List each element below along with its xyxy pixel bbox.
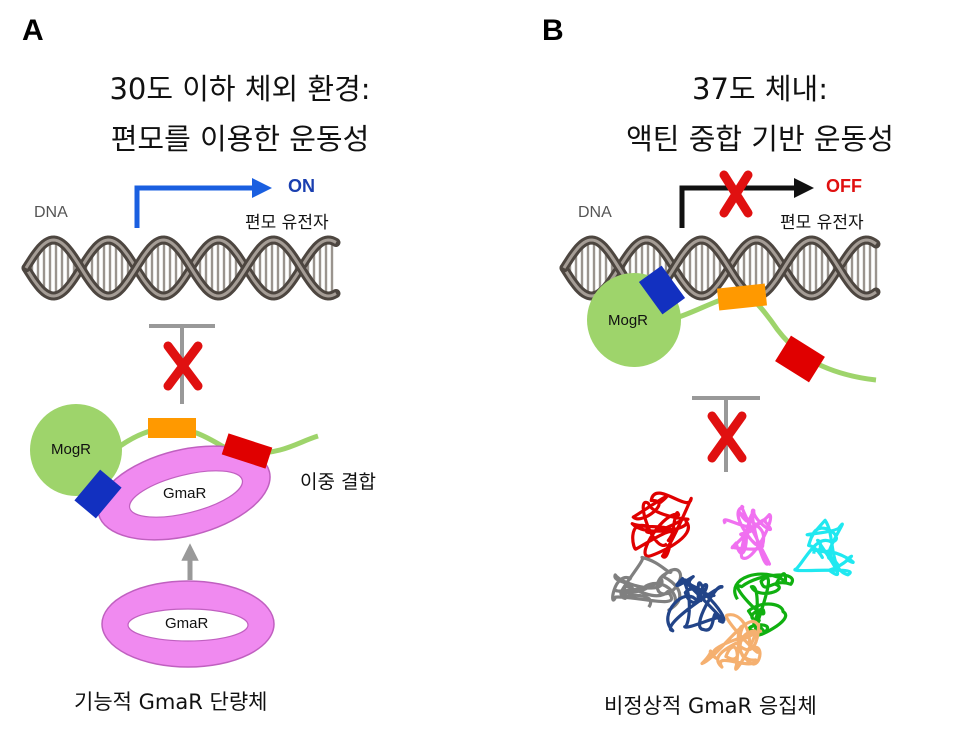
panel-a-heading-line1: 30도 이하 체외 환경:	[109, 72, 371, 106]
dna-strand-highlight	[24, 238, 337, 298]
state-off-label: OFF	[826, 176, 862, 196]
gmar-aggregate-coil	[733, 572, 795, 637]
panel-b-caption: 비정상적 GmaR 응집체	[604, 694, 817, 718]
mogr-label-b: MogR	[608, 312, 649, 329]
gmar-aggregate-coil	[722, 505, 773, 566]
dna-helix-b	[559, 235, 881, 301]
mogr-label-a: MogR	[51, 441, 92, 458]
transcription-on-arrow	[134, 178, 272, 228]
gmar-aggregate-coil	[700, 613, 763, 671]
gmar-bound-ring	[97, 445, 271, 541]
gmar-red-domain-b	[775, 335, 825, 383]
dna-label-a: DNA	[34, 204, 68, 221]
dna-strand-highlight	[24, 238, 337, 298]
gmar-free-ring	[101, 580, 275, 668]
gmar-aggregate-coil	[630, 491, 693, 559]
dna-label-b: DNA	[578, 204, 612, 221]
gmar-red-domain-a	[221, 433, 273, 469]
dna-strand-highlight	[562, 238, 877, 298]
gmar-aggregate	[611, 491, 855, 671]
gmar-orange-domain-b	[716, 283, 768, 311]
dna-helix-a	[21, 235, 341, 301]
gmar-free-label: GmaR	[165, 615, 209, 632]
gene-label-a: 편모 유전자	[245, 213, 329, 233]
panel-letter-a: A	[22, 14, 44, 47]
mogr-linker-b	[675, 293, 877, 383]
mogr-blue-domain-a	[74, 469, 122, 519]
transcription-off-arrow	[679, 178, 814, 228]
panel-b	[559, 170, 881, 671]
panel-b-heading-line1: 37도 체내:	[692, 72, 828, 106]
gmar-orange-domain-a	[148, 418, 196, 438]
mogr-blue-domain-b	[638, 265, 686, 315]
binding-label: 이중 결합	[300, 471, 376, 493]
gene-label-b: 편모 유전자	[780, 213, 864, 233]
gmar-bound-label: GmaR	[163, 485, 207, 502]
state-on-label: ON	[288, 176, 315, 196]
dna-strand-highlight	[562, 238, 877, 298]
panel-a-caption: 기능적 GmaR 단량체	[74, 690, 268, 714]
panel-a	[21, 178, 341, 668]
gmar-aggregate-coil	[793, 518, 855, 577]
gmar-aggregate-coil	[666, 575, 726, 633]
panel-letter-b: B	[542, 14, 564, 47]
gmar-aggregate-coil	[611, 555, 683, 612]
block-x-icon-b	[707, 411, 747, 463]
off-x-icon	[719, 170, 753, 218]
block-x-icon	[163, 341, 203, 391]
panel-b-heading-line2: 액틴 중합 기반 운동성	[626, 122, 894, 156]
panel-a-heading-line2: 편모를 이용한 운동성	[110, 122, 370, 156]
